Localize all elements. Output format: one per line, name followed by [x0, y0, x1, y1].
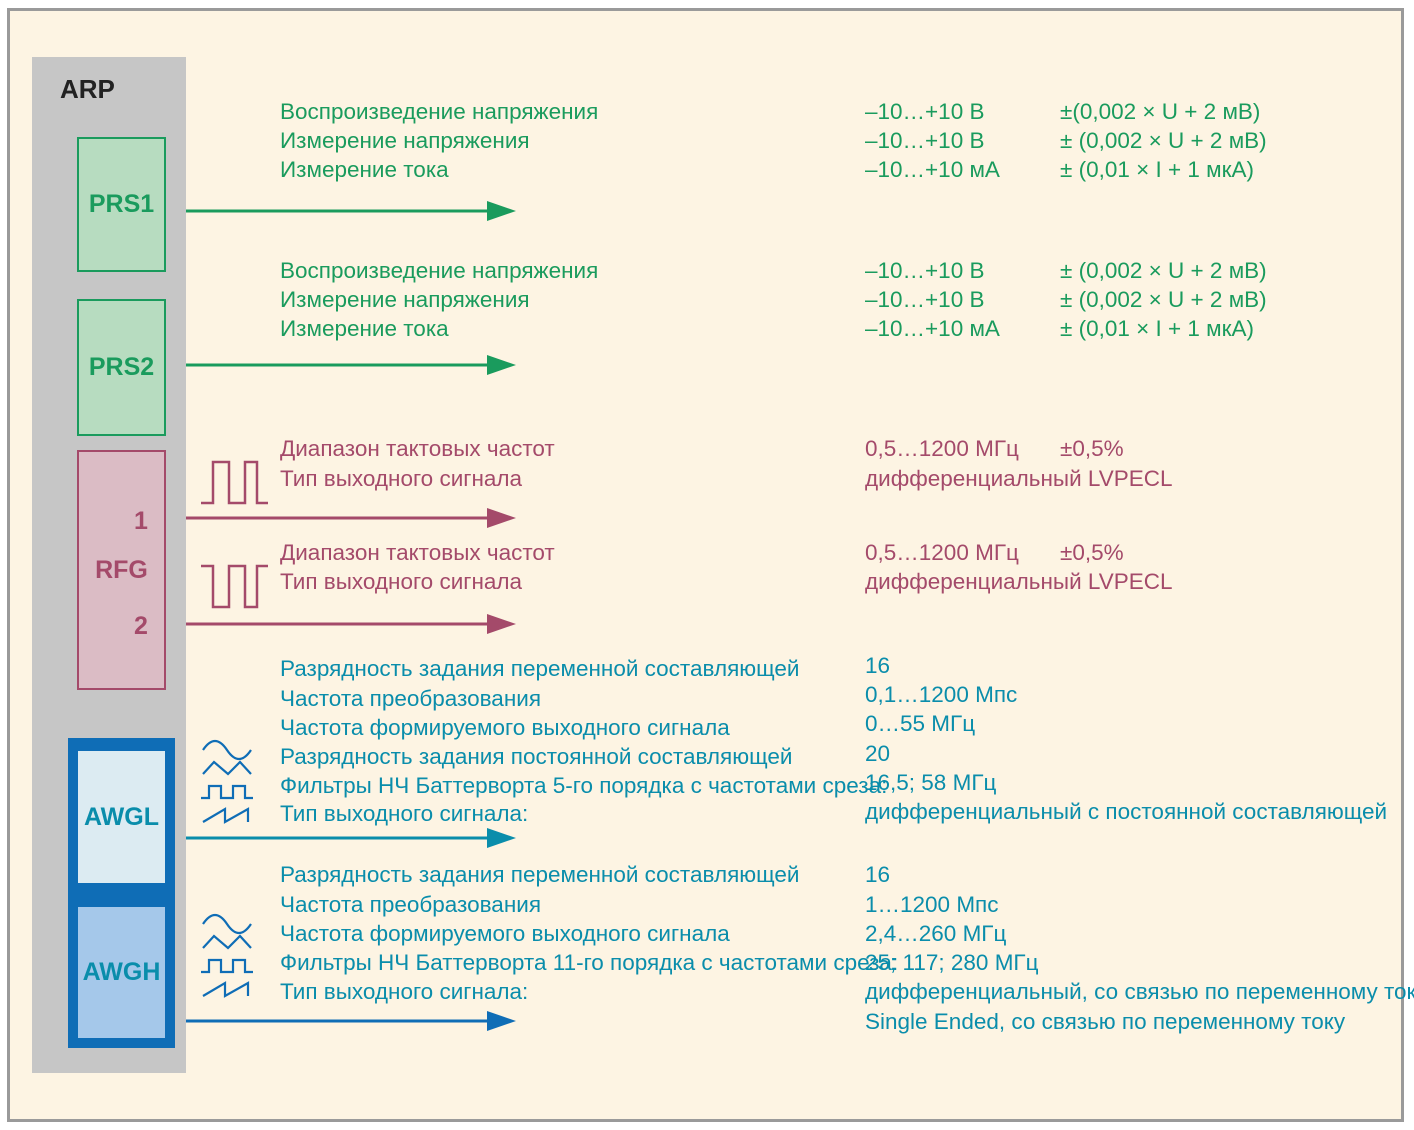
prs2-spec-name: Воспроизведение напряжения — [280, 258, 599, 283]
prs2-spec-accuracy: ± (0,002 × U + 2 мВ) — [1060, 258, 1267, 283]
rfg2-spec-value: дифференциальный LVPECL — [865, 569, 1173, 594]
prs1-spec-accuracy: ± (0,002 × U + 2 мВ) — [1060, 128, 1267, 153]
prs1-spec-name: Измерение напряжения — [280, 128, 530, 153]
rfg1-spec-value: 0,5…1200 МГц — [865, 436, 1019, 461]
rfg-output-2-label: 2 — [134, 612, 148, 640]
awgh-spec-value: 1…1200 Мпс — [865, 892, 999, 917]
rfg2-spec-accuracy: ±0,5% — [1060, 540, 1124, 565]
awgl-spec-name: Разрядность задания переменной составляю… — [280, 656, 800, 681]
awgl-spec-name: Фильтры НЧ Баттерворта 5-го порядка с ча… — [280, 773, 888, 798]
awgh-spec-name: Тип выходного сигнала: — [280, 979, 529, 1004]
pulse-icon — [201, 460, 268, 505]
prs1-output-arrow — [186, 201, 516, 221]
awgl-spec-value: 0,1…1200 Мпс — [865, 682, 1018, 707]
awgh-spec-name: Разрядность задания переменной составляю… — [280, 862, 800, 887]
rfg-block: RFG — [77, 450, 166, 690]
prs1-spec-accuracy: ± (0,01 × I + 1 мкА) — [1060, 157, 1254, 182]
awgl-spec-name: Частота преобразования — [280, 686, 542, 711]
rfg2-spec-value: 0,5…1200 МГц — [865, 540, 1019, 565]
rfg2-output-arrow — [186, 614, 516, 634]
prs2-spec-name: Измерение напряжения — [280, 287, 530, 312]
rfg1-output-arrow — [186, 508, 516, 528]
awgl-spec-name: Тип выходного сигнала: — [280, 801, 529, 826]
awgl-spec-name: Разрядность задания постоянной составляю… — [280, 744, 793, 769]
prs2-block: PRS2 — [77, 299, 166, 436]
prs1-spec-range: –10…+10 мА — [865, 157, 1000, 182]
awgl-spec-value: дифференциальный с постоянной составляющ… — [865, 799, 1388, 824]
prs2-spec-accuracy: ± (0,01 × I + 1 мкА) — [1060, 316, 1254, 341]
inverted-pulse-icon — [201, 564, 268, 609]
prs1-spec-name: Воспроизведение напряжения — [280, 99, 599, 124]
prs2-output-arrow — [186, 355, 516, 375]
awgh-spec-value: дифференциальный, со связью по переменно… — [865, 979, 1414, 1004]
awgl-block: AWGL — [78, 751, 165, 883]
awgl-spec-value: 20 — [865, 741, 891, 766]
prs1-spec-range: –10…+10 В — [865, 99, 985, 124]
rfg1-spec-accuracy: ±0,5% — [1060, 436, 1124, 461]
awgl-spec-value: 0…55 МГц — [865, 711, 976, 736]
awgl-output-arrow — [186, 828, 516, 848]
awgh-spec-value: 25; 117; 280 МГц — [865, 950, 1039, 975]
prs2-spec-range: –10…+10 мА — [865, 316, 1000, 341]
prs2-spec-range: –10…+10 В — [865, 287, 985, 312]
rfg-label: RFG — [95, 555, 148, 584]
rfg2-spec-name: Тип выходного сигнала — [280, 569, 523, 594]
rfg1-spec-name: Тип выходного сигнала — [280, 466, 523, 491]
awgl-spec-name: Частота формируемого выходного сигнала — [280, 715, 730, 740]
prs1-block: PRS1 — [77, 137, 166, 272]
awgl-spec-value: 16 — [865, 653, 891, 678]
awgh-spec-value: Single Ended, со связью по переменному т… — [865, 1009, 1346, 1034]
prs1-spec-accuracy: ±(0,002 × U + 2 мВ) — [1060, 99, 1261, 124]
awgh-block: AWGH — [78, 907, 165, 1038]
rfg1-spec-value: дифференциальный LVPECL — [865, 466, 1173, 491]
awgh-spec-name: Частота преобразования — [280, 892, 542, 917]
awgl-spec-value: 16,5; 58 МГц — [865, 770, 997, 795]
waveforms-icon — [201, 913, 253, 998]
prs2-spec-range: –10…+10 В — [865, 258, 985, 283]
prs1-spec-range: –10…+10 В — [865, 128, 985, 153]
prs2-spec-accuracy: ± (0,002 × U + 2 мВ) — [1060, 287, 1267, 312]
awgh-spec-value: 16 — [865, 862, 891, 887]
prs2-spec-name: Измерение тока — [280, 316, 449, 341]
awgh-spec-value: 2,4…260 МГц — [865, 921, 1007, 946]
rfg2-spec-name: Диапазон тактовых частот — [280, 540, 555, 565]
prs1-spec-name: Измерение тока — [280, 157, 449, 182]
awgh-spec-name: Частота формируемого выходного сигнала — [280, 921, 730, 946]
arp-label: ARP — [60, 74, 115, 104]
rfg-output-1-label: 1 — [134, 507, 148, 535]
rfg1-spec-name: Диапазон тактовых частот — [280, 436, 555, 461]
awgh-spec-name: Фильтры НЧ Баттерворта 11-го порядка с ч… — [280, 950, 899, 975]
waveforms-icon — [201, 739, 253, 824]
awgh-output-arrow — [186, 1011, 516, 1031]
